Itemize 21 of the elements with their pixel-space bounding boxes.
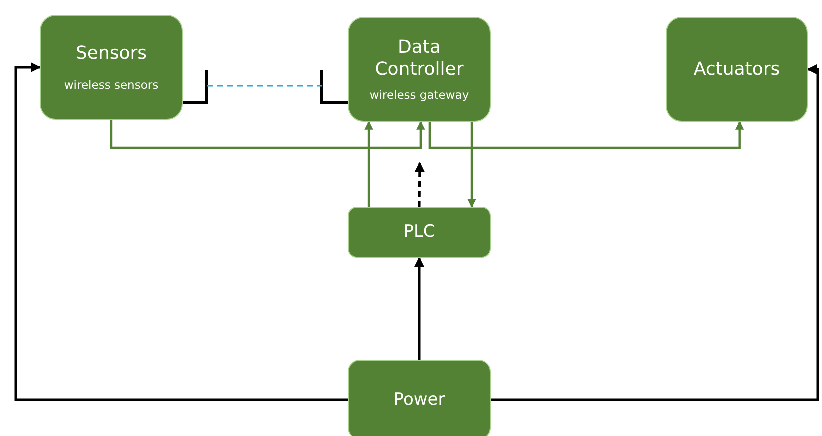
arrow <box>414 162 425 208</box>
arrow <box>414 257 424 360</box>
arrow <box>428 121 744 150</box>
box-title: Power <box>392 390 446 410</box>
process-box <box>40 15 183 120</box>
box-subtitle: wireless sensors <box>64 78 159 92</box>
arrow <box>14 62 348 402</box>
arrow <box>364 121 374 207</box>
arrow <box>110 120 426 150</box>
process-box <box>348 17 491 122</box>
box-subtitle: wireless gateway <box>370 88 470 102</box>
wireless-link <box>183 70 348 104</box>
box-title: PLC <box>402 222 436 243</box>
process-box <box>348 360 491 436</box>
arrow <box>491 64 820 402</box>
process-box <box>348 207 491 258</box>
box-title: Data Controller <box>374 36 465 80</box>
arrow <box>468 122 476 208</box>
box-title: Sensors <box>74 42 148 64</box>
box-title: Actuators <box>692 58 782 80</box>
process-box <box>666 17 808 122</box>
